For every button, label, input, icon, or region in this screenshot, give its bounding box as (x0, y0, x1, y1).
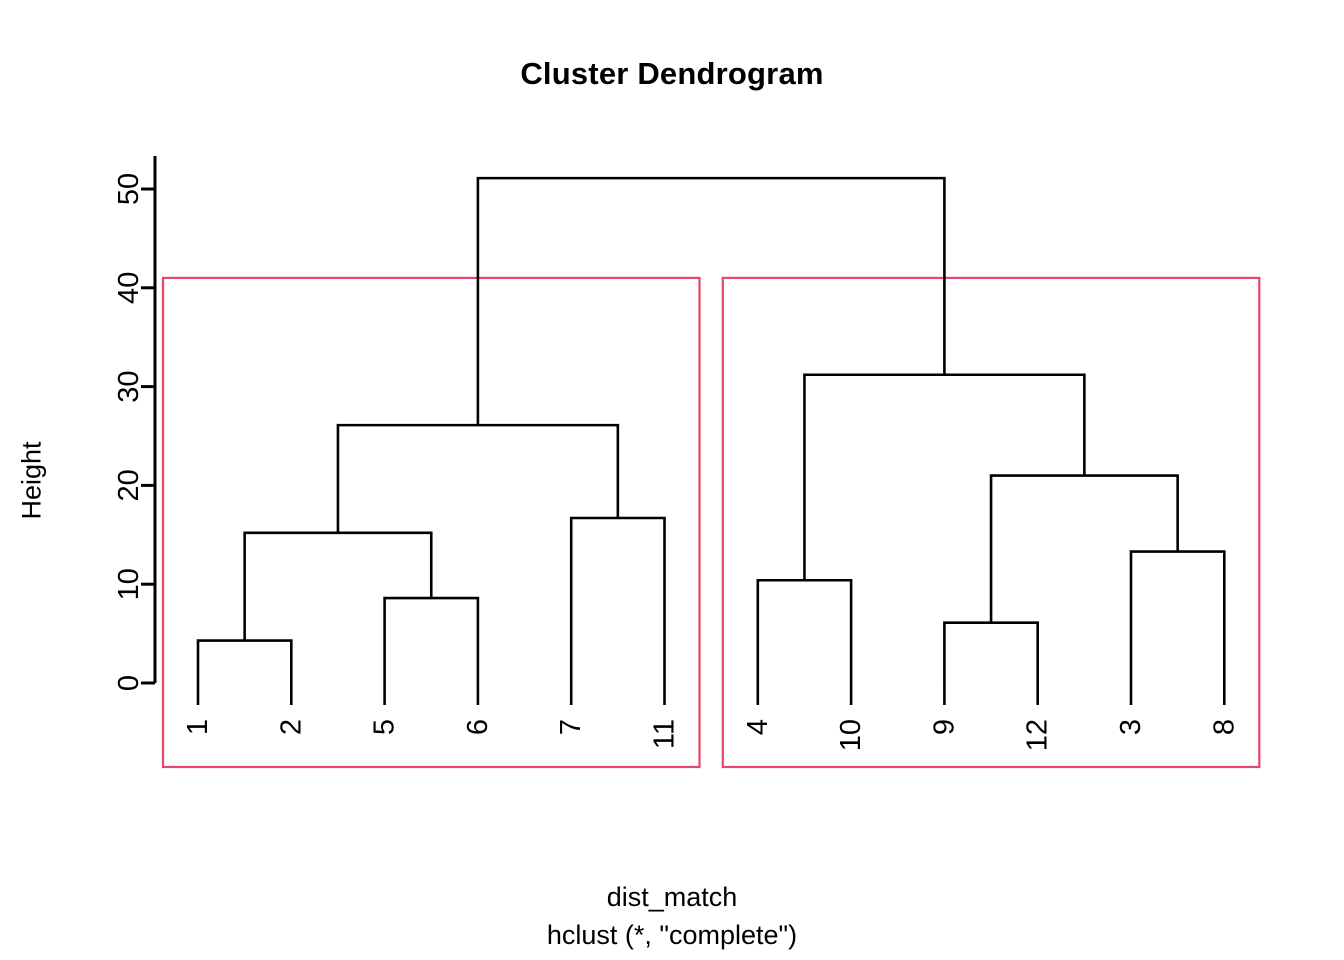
cluster-boxes-layer (161, 276, 1261, 769)
leaf-label: 12 (1022, 719, 1054, 751)
y-axis-tick-label: 20 (113, 469, 145, 501)
dendrogram-links (196, 176, 1226, 683)
dendrogram-link (336, 423, 620, 533)
leaf-label: 2 (275, 719, 307, 735)
dendrogram-link (243, 531, 433, 641)
leaf-label: 1 (182, 719, 214, 735)
leaf-label: 6 (462, 719, 494, 735)
cluster-box-2 (721, 276, 1261, 769)
leaf-label: 11 (649, 719, 681, 749)
caption-line-method: hclust (*, "complete") (546, 920, 798, 950)
leaf-label: 7 (555, 719, 587, 735)
caption-block: dist_match hclust (*, "complete") (0, 878, 1344, 954)
y-axis-tick-label: 50 (113, 173, 145, 205)
dendrogram-link (989, 474, 1179, 623)
y-axis-tick-label: 30 (113, 370, 145, 402)
dendrogram-link (756, 578, 853, 683)
dendrogram-link (196, 639, 293, 683)
y-axis: 0 10 20 30 40 50 (113, 156, 157, 691)
dendrogram-link (569, 516, 666, 683)
leaf-label: 5 (369, 719, 401, 735)
leaf-label: 3 (1115, 719, 1147, 735)
dendrogram-link (943, 621, 1039, 683)
dendrogram-link (476, 176, 946, 426)
dendrogram-link (1129, 550, 1226, 683)
leaf-label: 8 (1208, 719, 1240, 735)
y-axis-tick-label: 10 (113, 568, 145, 600)
dendrogram-link (803, 373, 1086, 581)
cluster-box-1 (161, 276, 701, 769)
caption-line-dataset: dist_match (606, 882, 738, 912)
dendrogram-link (383, 596, 480, 683)
leaf-label: 9 (928, 719, 960, 735)
y-axis-tick-label: 0 (113, 675, 145, 691)
y-axis-tick-label: 40 (113, 272, 145, 304)
page-title: Cluster Dendrogram (520, 56, 824, 91)
leaf-label: 10 (835, 719, 867, 751)
leaf-label: 4 (742, 719, 774, 735)
